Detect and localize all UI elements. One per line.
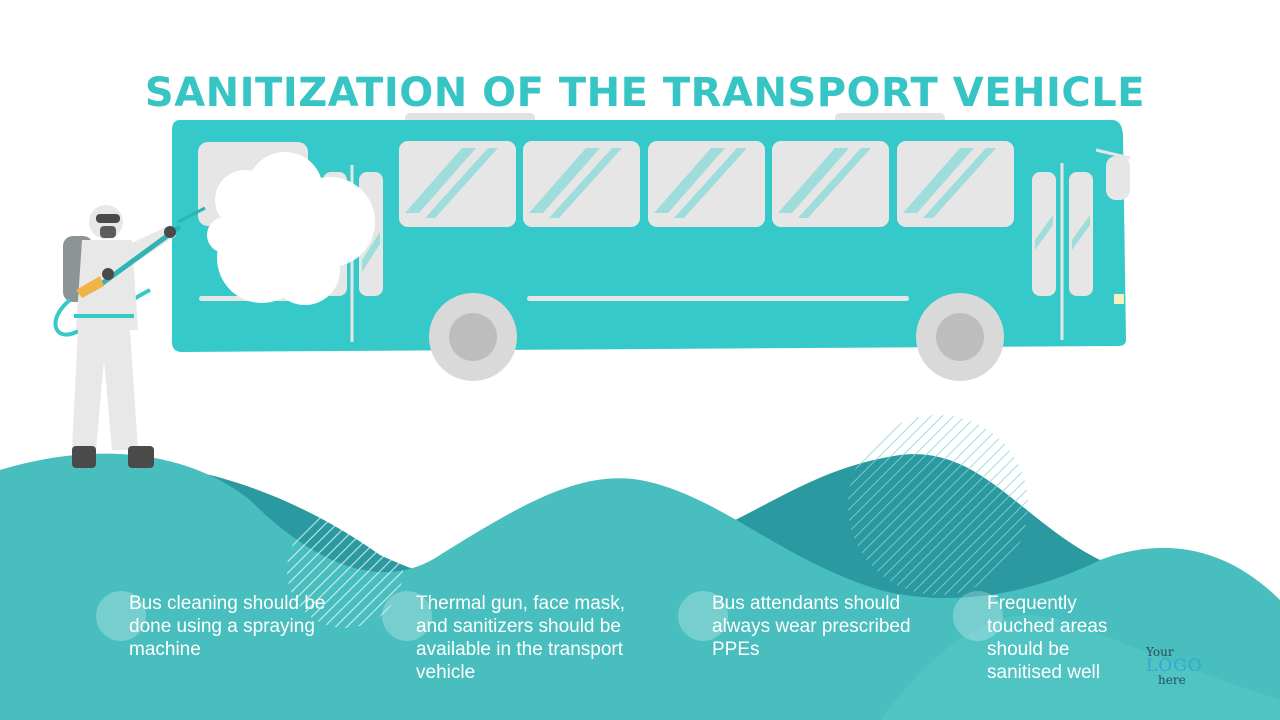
- tip-3-text: Bus attendants should always wear prescr…: [712, 593, 911, 660]
- background-waves: [0, 415, 1280, 720]
- ppe-worker: [53, 205, 206, 468]
- tip-4-marker: [953, 591, 1003, 641]
- wheel-rear: [429, 293, 517, 381]
- tip-2-text: Thermal gun, face mask, and sanitizers s…: [416, 593, 626, 683]
- logo-line-2: LOGO: [1146, 656, 1203, 676]
- wheel-front: [916, 293, 1004, 381]
- side-windows: [399, 141, 1014, 227]
- tip-4-text: Frequently touched areas should be sanit…: [987, 593, 1108, 683]
- tip-2-marker: [382, 591, 432, 641]
- tip-3-marker: [678, 591, 728, 641]
- logo-line-1: Your: [1146, 645, 1174, 659]
- tip-1-text: Bus cleaning should be done using a spra…: [129, 593, 326, 660]
- logo-line-3: here: [1158, 673, 1186, 687]
- spray-cloud: [207, 152, 375, 305]
- page-title: SANITIZATION OF THE TRANSPORT VEHICLE: [144, 70, 1146, 116]
- logo-placeholder: Your LOGO here: [1146, 645, 1216, 687]
- tip-1-marker: [96, 591, 146, 641]
